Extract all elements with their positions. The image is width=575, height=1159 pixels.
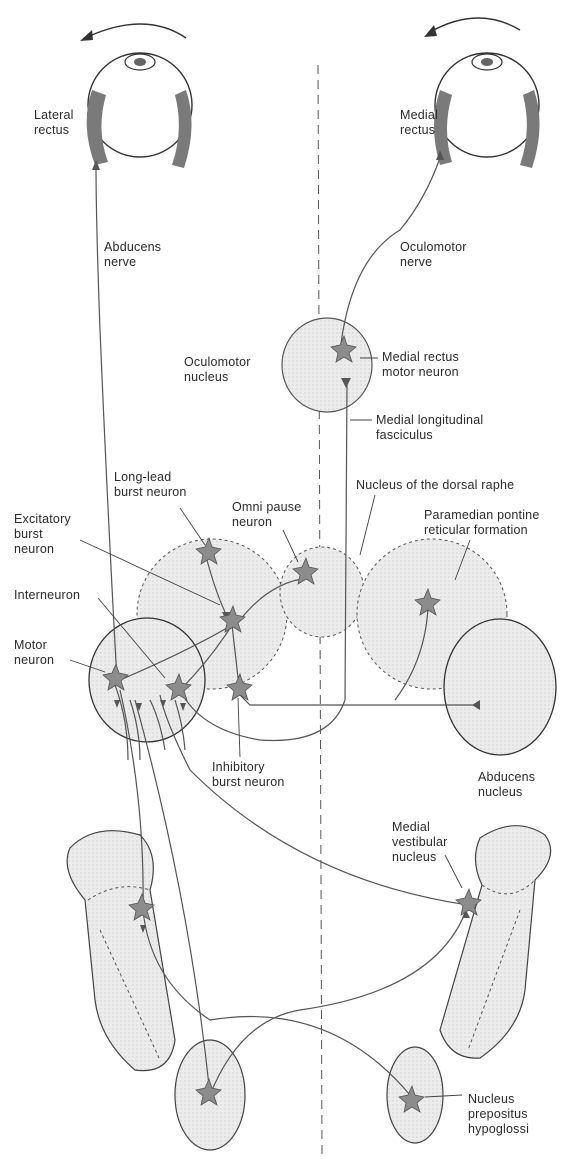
- vestibular-nucleus-left: [67, 831, 175, 1071]
- label-oculomotor-nucleus: Oculomotor nucleus: [184, 355, 251, 385]
- label-medial-rectus: Medial rectus: [400, 108, 438, 138]
- label-lateral-rectus: Lateral rectus: [34, 108, 74, 138]
- label-interneuron: Interneuron: [14, 588, 80, 603]
- abducens-nucleus-right: [444, 619, 556, 755]
- label-long-lead-burst-neuron: Long-lead burst neuron: [114, 470, 187, 500]
- label-omnipause-neuron: Omni pause neuron: [232, 500, 301, 530]
- left-rotation-arrow: [85, 24, 186, 38]
- vestibular-nucleus-right: [440, 826, 551, 1058]
- right-rotation-arrow: [430, 18, 520, 32]
- label-oculomotor-nerve: Oculomotor nerve: [400, 240, 467, 270]
- right-rotation-arrowhead: [424, 25, 437, 37]
- right-eye: [434, 53, 540, 168]
- label-inhibitory-burst-neuron: Inhibitory burst neuron: [212, 760, 285, 790]
- vestibular-right-to-left: [160, 695, 468, 905]
- abducens-nucleus-left: [89, 618, 205, 742]
- oculomotor-nucleus: [282, 318, 372, 412]
- label-medial-rectus-motor-neuron: Medial rectus motor neuron: [382, 350, 459, 380]
- label-mlf: Medial longitudinal fasciculus: [376, 413, 483, 443]
- label-nucleus-prepositus-hypoglossi: Nucleus prepositus hypoglossi: [468, 1092, 529, 1137]
- label-pprf: Paramedian pontine reticular formation: [424, 508, 539, 538]
- nucleus-dorsal-raphe: [280, 547, 364, 637]
- label-abducens-nucleus: Abducens nucleus: [478, 770, 535, 800]
- left-eye: [87, 53, 192, 168]
- label-excitatory-burst-neuron: Excitatory burst neuron: [14, 512, 71, 557]
- label-nucleus-dorsal-raphe: Nucleus of the dorsal raphe: [356, 478, 514, 493]
- label-medial-vestibular-nucleus: Medial vestibular nucleus: [392, 820, 448, 865]
- left-rotation-arrowhead: [80, 30, 93, 41]
- label-abducens-nerve: Abducens nerve: [104, 240, 161, 270]
- label-motor-neuron: Motor neuron: [14, 638, 54, 668]
